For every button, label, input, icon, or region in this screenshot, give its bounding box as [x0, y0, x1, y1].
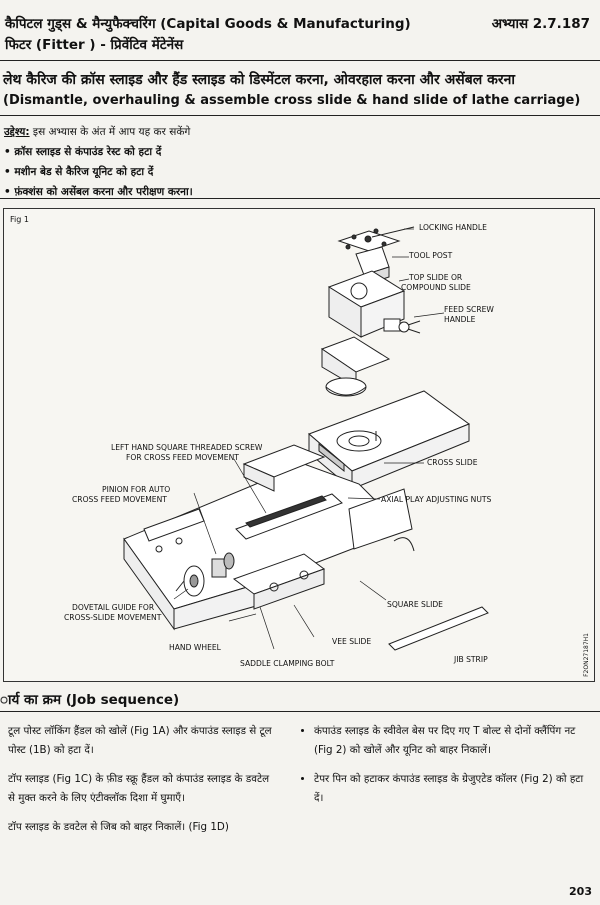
tool-post-illustration [337, 226, 415, 286]
job-sequence-heading: ार्य का क्रम (Job sequence) [0, 692, 180, 708]
job-step: टॉप स्लाइड (Fig 1C) के फ़ीड स्क्रू हैंडल… [8, 773, 270, 804]
figure-tag: Fig 1 [10, 215, 29, 224]
objective-list: क्रॉस स्लाइड से कंपाउंड रेस्ट को हटा दें… [4, 142, 193, 202]
job-step: टेपर पिन को हटाकर कंपाउंड स्लाइड के ग्रे… [314, 770, 588, 808]
label-feed-screw-2: HANDLE [444, 315, 476, 324]
objective-label: उद्देश्य: [4, 126, 30, 138]
cross-slide-illustration [308, 390, 471, 491]
label-square-slide: SQUARE SLIDE [387, 600, 443, 609]
hand-wheel-illustration [175, 552, 235, 597]
label-axial-play: AXIAL PLAY ADJUSTING NUTS [381, 495, 492, 504]
header-subtitle: फिटर (Fitter ) - प्रिवेंटिव मेंटेनेंस [5, 37, 184, 53]
page-number: 203 [569, 885, 592, 898]
exercise-number: अभ्यास 2.7.187 [491, 16, 590, 32]
objective-divider [0, 198, 600, 199]
label-vee-slide: VEE SLIDE [332, 637, 372, 646]
leader-lines [173, 228, 445, 650]
label-feed-screw-1: FEED SCREW [444, 305, 494, 314]
jib-strip-illustration [388, 606, 489, 651]
lesson-title-hindi: लेथ कैरिज की क्रॉस स्लाइड और हैंड स्लाइड… [3, 72, 515, 88]
page-header: कैपिटल गुड्स & मैन्युफैक्चरिंग (Capital … [5, 14, 590, 53]
list-item: क्रॉस स्लाइड से कंपाउंड रेस्ट को हटा दें [4, 142, 193, 162]
list-item: मशीन बेड से कैरिज यूनिट को हटा दें [4, 162, 193, 182]
objectives: उद्देश्य: इस अभ्यास के अंत में आप यह कर … [4, 122, 193, 202]
job-steps-left: टूल पोस्ट लॉकिंग हैंडल को खोलें (Fig 1A)… [8, 722, 278, 847]
list-item: फ़ंक्शंस को असेंबल करना और परीक्षण करना। [4, 182, 192, 202]
label-pinion-2: CROSS FEED MOVEMENT [72, 495, 167, 504]
label-locking-handle: LOCKING HANDLE [419, 223, 487, 232]
objective-intro: इस अभ्यास के अंत में आप यह कर सकेंगे [29, 126, 191, 138]
label-cross-slide: CROSS SLIDE [427, 458, 478, 467]
title-divider [0, 115, 600, 116]
swivel-base-illustration [320, 336, 391, 397]
job-step: टूल पोस्ट लॉकिंग हैंडल को खोलें (Fig 1A)… [8, 725, 272, 756]
job-step: कंपाउंड स्लाइड के स्वीवेल बेस पर दिए गए … [314, 722, 588, 760]
label-hand-wheel: HAND WHEEL [169, 643, 221, 652]
job-step: टॉप स्लाइड के डवटेल से जिब को बाहर निकाल… [8, 821, 229, 833]
label-tool-post: TOOL POST [409, 251, 453, 260]
job-steps-right: कंपाउंड स्लाइड के स्वीवेल बेस पर दिए गए … [300, 722, 588, 818]
job-divider [0, 711, 600, 712]
figure-code: F2ON27187H1 [583, 633, 590, 677]
header-trade-title: कैपिटल गुड्स & मैन्युफैक्चरिंग (Capital … [5, 16, 411, 32]
label-saddle-bolt: SADDLE CLAMPING BOLT [240, 659, 335, 668]
label-lh-screw-2: FOR CROSS FEED MOVEMENT [126, 453, 239, 462]
figure-1: Fig 1 [3, 208, 595, 682]
label-jib-strip: JIB STRIP [454, 655, 488, 664]
label-dovetail-1: DOVETAIL GUIDE FOR [72, 603, 155, 612]
label-top-slide-1: TOP SLIDE OR [409, 273, 463, 282]
compound-slide-illustration [327, 270, 421, 338]
lesson-title-english: (Dismantle, overhauling & assemble cross… [3, 93, 581, 108]
label-dovetail-2: CROSS-SLIDE MOVEMENT [64, 613, 162, 622]
label-lh-screw-1: LEFT HAND SQUARE THREADED SCREW [111, 443, 263, 452]
lathe-carriage-drawing [123, 226, 489, 651]
header-divider [0, 60, 600, 61]
label-top-slide-2: COMPOUND SLIDE [401, 283, 471, 292]
label-pinion-1: PINION FOR AUTO [102, 485, 171, 494]
